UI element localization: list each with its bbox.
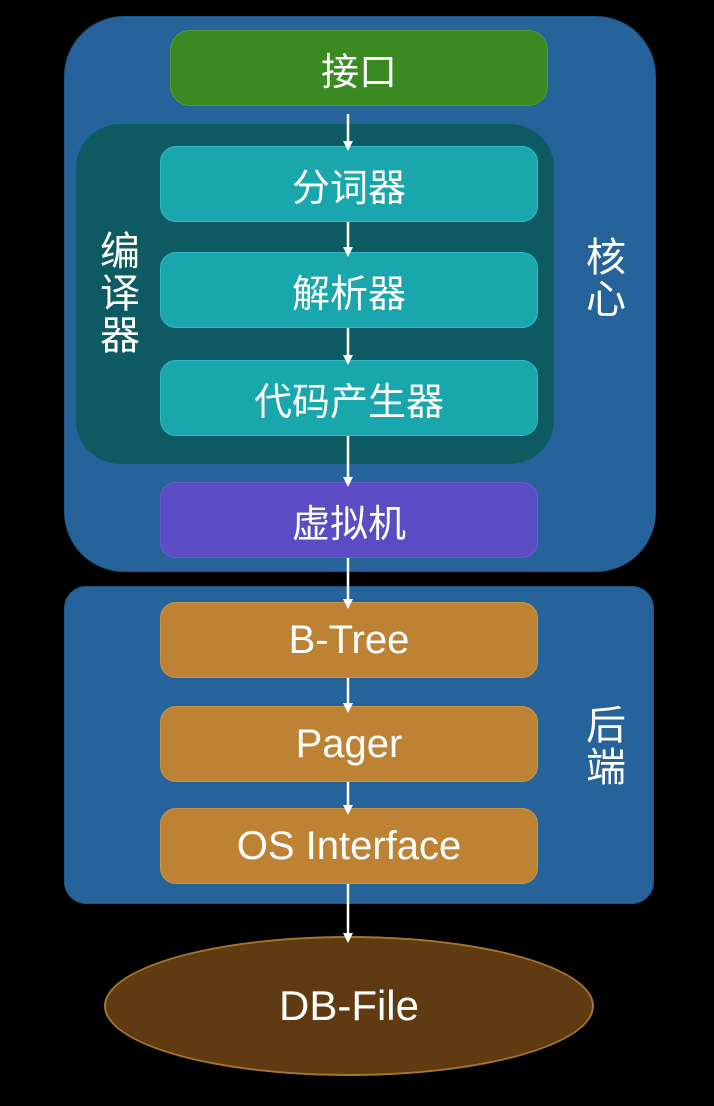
- parser-node: 解析器: [160, 252, 538, 328]
- core-label: 核心: [579, 236, 625, 320]
- pager-node: Pager: [160, 706, 538, 782]
- os-interface-node: OS Interface: [160, 808, 538, 884]
- db-file-node: DB-File: [104, 936, 594, 1076]
- interface-node: 接口: [170, 30, 548, 106]
- virtual-machine-node: 虚拟机: [160, 482, 538, 558]
- btree-node: B-Tree: [160, 602, 538, 678]
- backend-label: 后端: [579, 704, 625, 788]
- tokenizer-node: 分词器: [160, 146, 538, 222]
- code-generator-node: 代码产生器: [160, 360, 538, 436]
- compiler-label: 编译器: [93, 230, 139, 356]
